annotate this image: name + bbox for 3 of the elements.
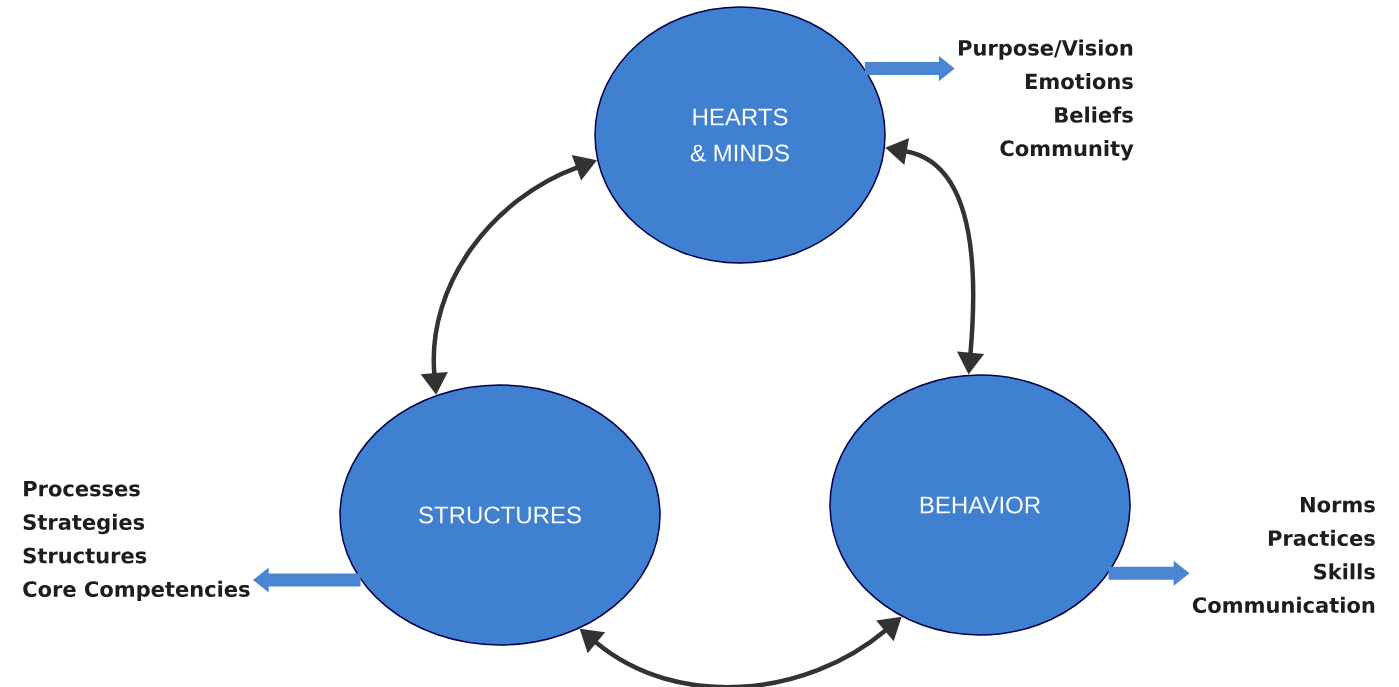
bullet-list: Purpose/Vision Emotions Beliefs Community	[959, 39, 1134, 161]
bullet-list: Norms Practices Skills Communication	[1192, 496, 1375, 614]
bullet-list: Processes Strategies Structures Core Competencies	[23, 480, 250, 602]
